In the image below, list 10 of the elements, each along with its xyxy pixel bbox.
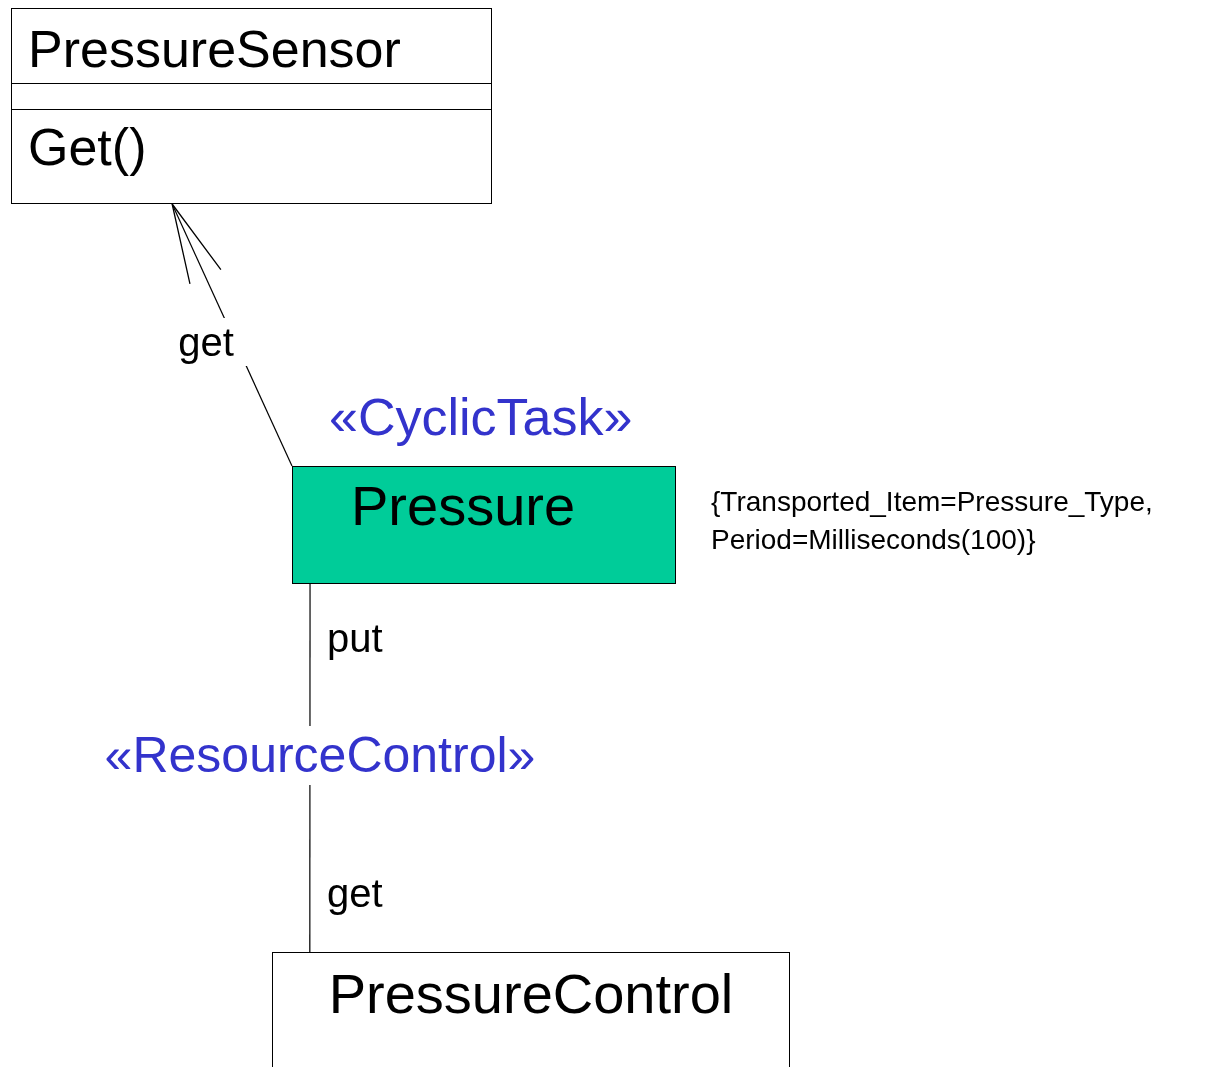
- class-name: PressureControl: [327, 963, 735, 1025]
- role-label: put: [327, 616, 383, 660]
- role-label: get: [327, 871, 383, 915]
- class-box: [272, 952, 790, 1067]
- constraint-text: {Transported_Item=Pressure_Type, Period=Milliseconds(100)}: [711, 485, 1154, 557]
- stereotype: «CyclicTask»: [329, 389, 633, 447]
- class-name: Pressure: [351, 475, 576, 537]
- method-name: Get(): [28, 119, 147, 177]
- class-name: PressureSensor: [28, 21, 401, 79]
- class-box: [11, 8, 492, 204]
